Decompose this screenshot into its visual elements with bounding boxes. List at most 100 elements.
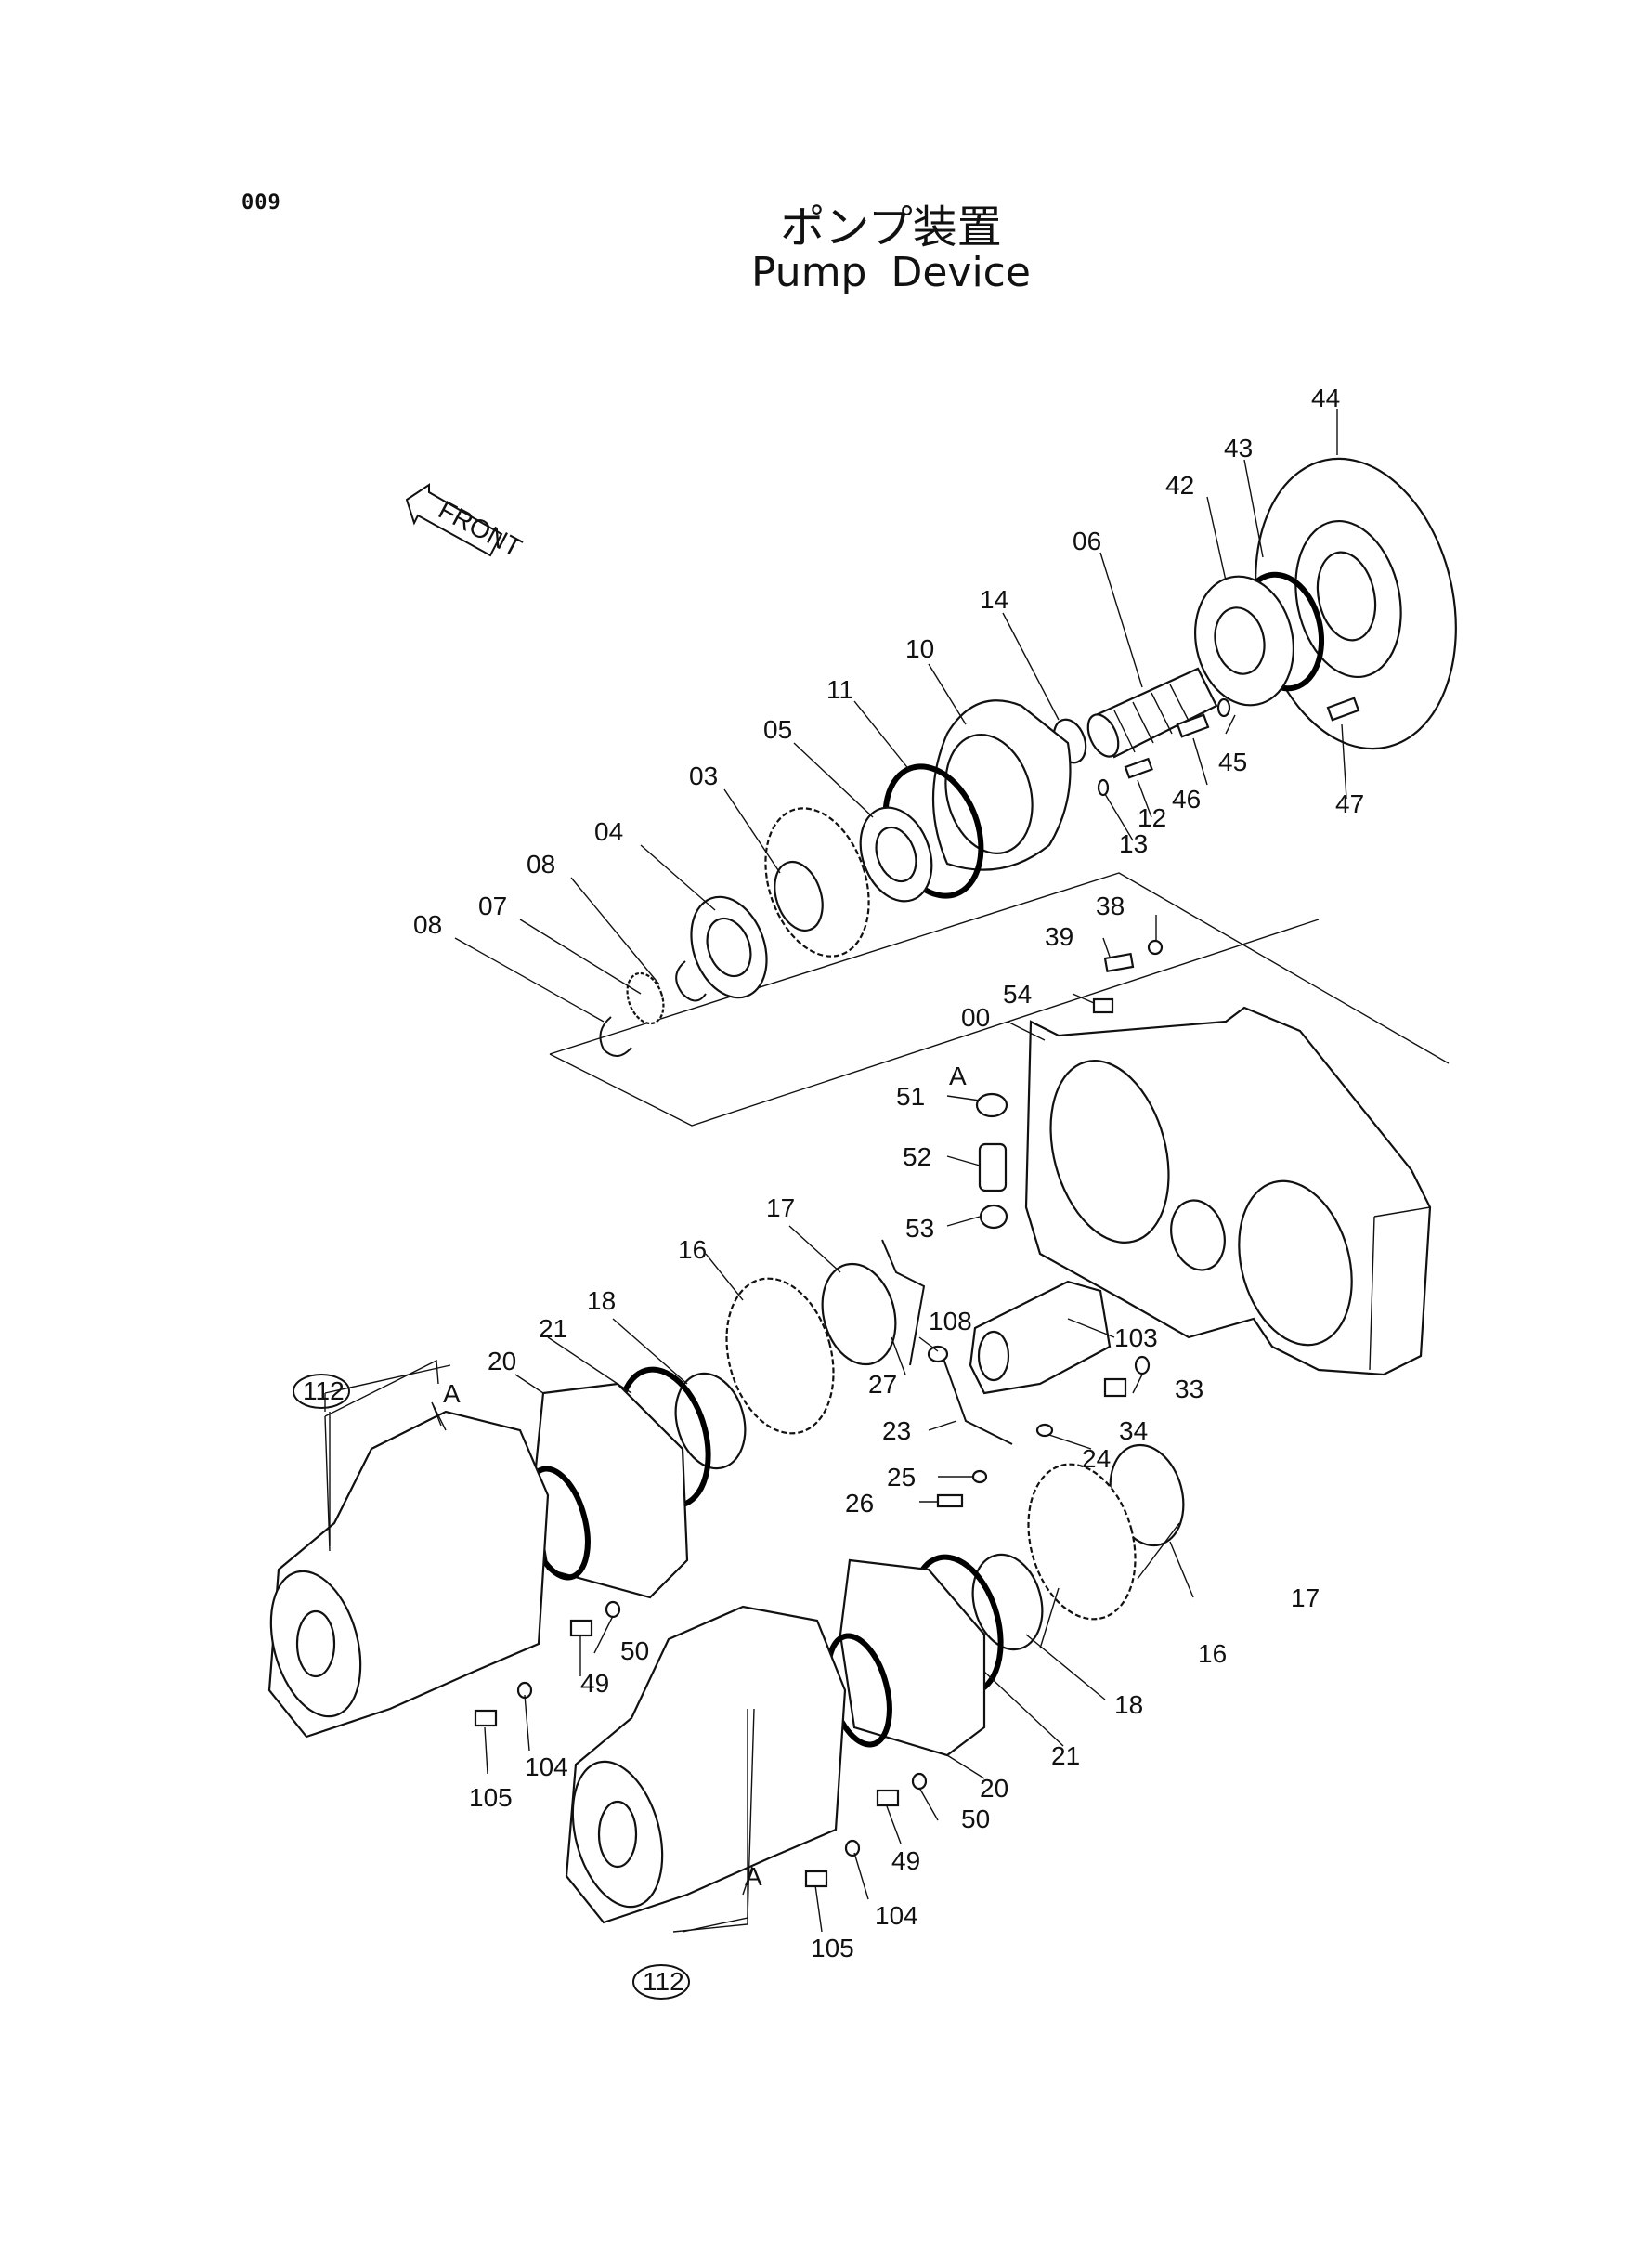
label-50a: 50 [620,1636,649,1665]
bearing-04 [690,895,768,999]
label-20a: 20 [488,1347,516,1375]
label-00: 00 [961,1003,990,1032]
gear-07 [626,971,665,1025]
label-112b-circle [632,1964,690,2000]
pipe-23 [942,1355,1013,1445]
label-24: 24 [1082,1444,1111,1473]
bolt-49b [876,1789,900,1807]
gear-16b [1027,1463,1137,1621]
bolt-47 [1326,697,1360,722]
label-33: 33 [1175,1375,1203,1403]
cover-plate-20a [532,1382,689,1599]
label-23: 23 [882,1416,911,1445]
label-103: 103 [1114,1323,1158,1352]
label-45: 45 [1218,748,1247,776]
label-105a: 105 [469,1783,513,1812]
label-17b: 17 [1291,1583,1320,1612]
leader-lines [324,409,1347,1933]
title-japanese: ポンプ装置 [780,202,1002,254]
label-17a: 17 [766,1193,795,1222]
label-03: 03 [689,762,718,790]
cover-plate-20b [839,1558,986,1757]
label-34: 34 [1119,1416,1148,1445]
label-10: 10 [905,634,934,663]
pipe-27 [881,1239,926,1366]
label-108: 108 [929,1307,972,1335]
label-06: 06 [1073,527,1101,555]
bolt-46 [1176,713,1210,738]
main-pump-112a [267,1410,550,1739]
main-pump-112b [565,1605,847,1924]
washer-25 [971,1469,988,1484]
label-112a-circle [293,1374,350,1409]
bolt-34 [1103,1377,1127,1398]
label-05: 05 [763,715,792,744]
label-11: 11 [826,675,853,704]
label-42: 42 [1165,471,1194,500]
label-105b: 105 [811,1934,854,1962]
label-21b: 21 [1051,1741,1080,1770]
bearing-18b [971,1553,1044,1651]
washer-13 [1097,778,1110,797]
snap-ring-08a [675,960,707,1002]
bolt-105a [474,1709,498,1727]
filter-assembly-51-53 [975,1092,1008,1230]
bolt-39 [1103,952,1135,973]
label-52: 52 [903,1142,931,1171]
label-49b: 49 [891,1846,920,1875]
washer-38 [1147,939,1164,956]
plug-108 [927,1345,949,1363]
label-A2: A [443,1379,461,1408]
label-50b: 50 [961,1804,990,1833]
pump-112a-bracket [324,1359,439,1552]
label-27: 27 [868,1370,897,1399]
label-16a: 16 [678,1235,707,1264]
label-51: 51 [896,1082,925,1111]
gearbox-housing-00 [1024,1006,1432,1376]
label-104b: 104 [875,1901,918,1930]
spline-shaft-06 [1086,667,1218,759]
washer-45 [1216,697,1231,718]
bearing-17a [821,1262,897,1366]
title-english: Pump Device [751,249,1031,296]
label-54: 54 [1003,980,1032,1009]
label-112b: 112 [643,1967,684,1996]
label-25: 25 [887,1463,916,1492]
label-16b: 16 [1198,1639,1227,1668]
washer-104b [844,1839,861,1857]
o-ring-24 [1035,1423,1054,1438]
o-ring-33 [1134,1355,1151,1375]
label-07: 07 [478,892,507,920]
label-26: 26 [845,1489,874,1518]
front-label: FRONT [434,495,527,563]
label-14: 14 [980,585,1008,614]
front-arrow-icon: FRONT [405,483,527,563]
label-44: 44 [1311,384,1340,412]
flange-plate-44 [1255,457,1457,750]
pilot-pump-103 [969,1280,1112,1395]
label-12: 12 [1138,803,1166,832]
label-38: 38 [1096,892,1125,920]
label-04: 04 [594,817,623,846]
label-A1: A [949,1062,967,1090]
assembly-112b-bracket-line [672,1709,748,1933]
label-46: 46 [1172,785,1201,814]
gear-03 [764,807,870,958]
label-49a: 49 [580,1669,609,1698]
bolt-105b [804,1870,828,1888]
label-08a: 08 [527,850,555,879]
snap-ring-08b [599,1016,632,1057]
bolt-49a [569,1619,593,1637]
label-47: 47 [1335,789,1364,818]
label-53: 53 [905,1214,934,1243]
housing-10 [931,699,1072,871]
label-21a: 21 [539,1314,567,1343]
label-13: 13 [1119,829,1148,858]
label-A3: A [745,1862,762,1891]
washer-50b [911,1772,928,1791]
washer-50a [605,1600,621,1619]
coupling-hub-42 [1193,575,1295,707]
bearing-05 [859,806,933,903]
label-18b: 18 [1114,1690,1143,1719]
